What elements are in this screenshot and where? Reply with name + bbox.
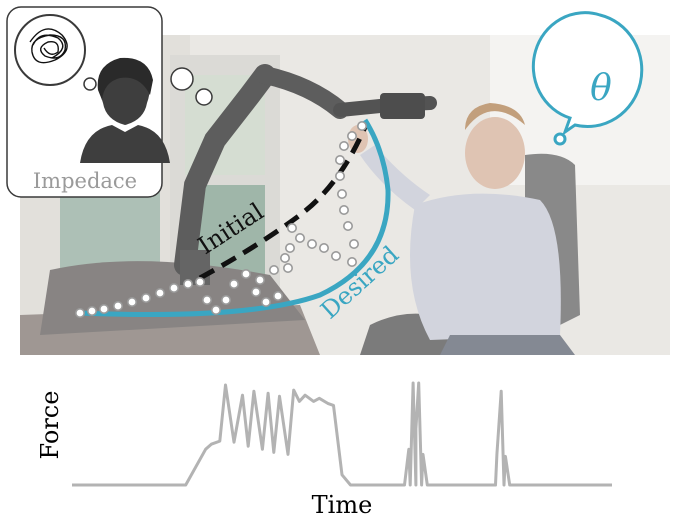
trajectory-dot (255, 274, 266, 285)
trajectory-dot (169, 282, 180, 293)
trajectory-dot (334, 155, 345, 166)
trajectory-dot (87, 305, 98, 316)
trajectory-dot (75, 307, 86, 318)
trajectory-dot (251, 286, 262, 297)
trajectory-dot (346, 256, 357, 267)
trajectory-dot (286, 223, 297, 234)
trajectory-dot (241, 268, 252, 279)
initial-trajectory (198, 126, 368, 281)
thought-bubble-tiny (195, 88, 213, 106)
trajectory-dot (202, 294, 213, 305)
corrective-path-dots (75, 121, 367, 318)
trajectory-dot (338, 141, 349, 152)
trajectory-dot (318, 243, 329, 254)
force-time-chart: Force Time (36, 381, 612, 519)
trajectory-dot (356, 121, 367, 132)
impedance-thought-panel: Impedace (6, 6, 170, 198)
trajectory-dot (284, 243, 295, 254)
impedance-label: Impedace (33, 169, 137, 193)
trajectory-dot (195, 276, 206, 287)
confused-scribble-icon (29, 28, 68, 64)
trajectory-dot (282, 262, 293, 273)
trajectory-dot (272, 290, 283, 301)
y-axis-label: Force (36, 391, 64, 460)
thought-bubble-small (170, 67, 194, 91)
trajectory-dot (127, 296, 138, 307)
trajectory-dot (221, 294, 232, 305)
initial-label: Initial (193, 197, 269, 260)
trajectory-dot (338, 205, 349, 216)
trajectory-dot (260, 296, 271, 307)
trajectory-dot (330, 251, 341, 262)
trajectory-dot (348, 239, 359, 250)
trajectory-dot (141, 292, 152, 303)
person-icon (80, 57, 170, 163)
trajectory-dot (346, 131, 357, 142)
trajectory-dot (294, 233, 305, 244)
desired-label: Desired (315, 240, 404, 324)
desired-trajectory (79, 118, 391, 317)
trajectory-dot (306, 239, 317, 250)
trajectory-dot (336, 189, 347, 200)
trajectory-dot (155, 287, 166, 298)
trajectory-dot (211, 304, 222, 315)
trajectory-dot (279, 253, 290, 264)
theta-thought-bubble: θ (531, 11, 644, 146)
trajectory-dot (183, 278, 194, 289)
trajectory-dot (342, 221, 353, 232)
x-axis-label: Time (312, 491, 373, 519)
trajectory-dot (99, 303, 110, 314)
trajectory-dot (268, 264, 279, 275)
theta-label: θ (590, 68, 612, 109)
trajectory-dot (229, 278, 240, 289)
force-series-line (72, 381, 612, 487)
trajectory-dot (334, 171, 345, 182)
trajectory-dot (113, 300, 124, 311)
